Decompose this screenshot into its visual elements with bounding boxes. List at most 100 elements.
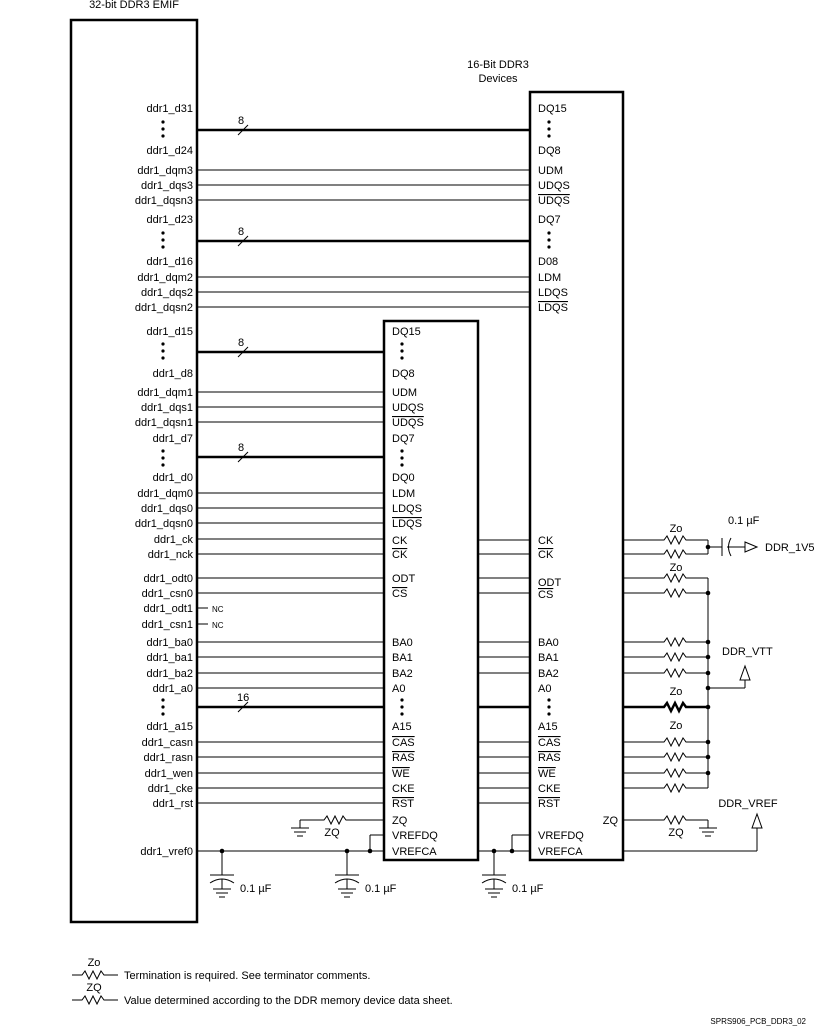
ellipsis-dot	[400, 349, 404, 353]
device-pin-label: A0	[538, 683, 551, 695]
ellipsis-dot	[161, 705, 165, 709]
resistor-icon	[660, 651, 690, 663]
device-pin-label: BA1	[538, 652, 559, 664]
device-pin-label: VREFDQ	[392, 830, 438, 842]
junction-dot	[705, 670, 711, 676]
emif-pin-label: ddr1_dqs0	[141, 503, 193, 515]
bus-width-label: 8	[238, 337, 244, 349]
device-pin-label: A15	[392, 721, 412, 733]
junction-dot	[705, 754, 711, 760]
device-pin-label: LDQS	[392, 518, 422, 530]
ddr3-device-lower	[382, 319, 480, 862]
device-title: Devices	[478, 73, 518, 85]
emif-pin-label: ddr1_ck	[154, 534, 194, 546]
device-pin-label: ODT	[392, 573, 416, 585]
net-label-ddr-1v5: DDR_1V5	[765, 542, 815, 554]
device-pin-label: CK	[538, 549, 554, 561]
device-pin-label: CK	[392, 549, 408, 561]
legend-symbol-label: Zo	[88, 957, 101, 969]
device-pin-label: A15	[538, 721, 558, 733]
net-label-ddr-vref: DDR_VREF	[718, 798, 778, 810]
ellipsis-dot	[161, 238, 165, 242]
resistor-icon	[320, 814, 350, 826]
resistor-label-zo: Zo	[670, 686, 683, 698]
capacitor-label: 0.1 µF	[512, 883, 544, 895]
emif-pin-label: ddr1_cke	[148, 783, 193, 795]
emif-pin-label: ddr1_vref0	[140, 846, 193, 858]
capacitor-label: 0.1 µF	[728, 515, 760, 527]
emif-pin-label: ddr1_d15	[147, 326, 194, 338]
resistor-icon	[660, 572, 690, 584]
nc-label: NC	[212, 605, 224, 614]
device-pin-label: UDQS	[538, 195, 570, 207]
emif-pin-label: ddr1_d23	[147, 214, 194, 226]
net-label-ddr-vtt: DDR_VTT	[722, 646, 773, 658]
device-pin-label: CKE	[538, 783, 561, 795]
device-pin-label: DQ0	[392, 472, 415, 484]
ellipsis-dot	[161, 134, 165, 138]
emif-pin-label: ddr1_wen	[145, 768, 193, 780]
device-pin-label: UDQS	[392, 417, 424, 429]
ellipsis-dot	[547, 705, 551, 709]
ellipsis-dot	[547, 231, 551, 235]
bus-width-label: 8	[238, 115, 244, 127]
ellipsis-dot	[400, 342, 404, 346]
junction-dot	[705, 704, 711, 710]
device-pin-label: UDM	[392, 387, 417, 399]
emif-pin-label: ddr1_a0	[153, 683, 193, 695]
ellipsis-dot	[161, 120, 165, 124]
device-pin-label: UDQS	[538, 180, 570, 192]
emif-pin-label: ddr1_dqs2	[141, 287, 193, 299]
ellipsis-dot	[400, 698, 404, 702]
emif-pin-label: ddr1_d7	[153, 433, 193, 445]
ellipsis-dot	[547, 120, 551, 124]
emif-pin-label: ddr1_d8	[153, 368, 193, 380]
device-pin-label: VREFCA	[392, 846, 437, 858]
resistor-label-zo: Zo	[670, 523, 683, 535]
ellipsis-dot	[161, 231, 165, 235]
legend-text: Value determined according to the DDR me…	[124, 995, 453, 1007]
device-pin-label: DQ7	[392, 433, 415, 445]
device-pin-label: LDQS	[538, 302, 568, 314]
ellipsis-dot	[400, 449, 404, 453]
emif-pin-label: ddr1_d31	[147, 103, 194, 115]
device-pin-label: LDQS	[538, 287, 568, 299]
ddr-vtt-arrow-icon	[739, 664, 751, 681]
figure-id: SPRS906_PCB_DDR3_02	[710, 1017, 806, 1026]
device-pin-label: DQ15	[538, 103, 567, 115]
ellipsis-dot	[161, 456, 165, 460]
device-pin-label: ZQ	[392, 815, 408, 827]
emif-pin-label: ddr1_ba1	[147, 652, 194, 664]
resistor-icon	[660, 814, 690, 826]
bus-width-label: 8	[238, 442, 244, 454]
device-pin-label: CK	[538, 535, 554, 547]
device-pin-label: DQ15	[392, 326, 421, 338]
emif-pin-label: ddr1_dqm0	[137, 488, 193, 500]
device-pin-label: WE	[392, 768, 410, 780]
device-pin-label: BA2	[392, 668, 413, 680]
resistor-icon	[660, 636, 690, 648]
junction-dot	[705, 639, 711, 645]
resistor-icon	[660, 782, 690, 794]
emif-pin-label: ddr1_dqs3	[141, 180, 193, 192]
emif-pin-label: ddr1_odt0	[143, 573, 193, 585]
device-pin-label: ODT	[538, 577, 562, 589]
ddr3-device-upper	[528, 90, 625, 862]
ellipsis-dot	[547, 127, 551, 131]
device-pin-label: LDM	[392, 488, 415, 500]
device-pin-label: UDQS	[392, 402, 424, 414]
emif-pin-label: ddr1_dqm2	[137, 272, 193, 284]
emif-pin-label: ddr1_dqsn0	[135, 518, 193, 530]
emif-pin-label: ddr1_rasn	[143, 752, 193, 764]
ellipsis-dot	[161, 349, 165, 353]
device-pin-label: CK	[392, 535, 408, 547]
device-pin-label: BA0	[392, 637, 413, 649]
junction-dot	[509, 848, 515, 854]
ellipsis-dot	[400, 356, 404, 360]
ellipsis-dot	[547, 238, 551, 242]
bus-slash	[237, 235, 249, 247]
ellipsis-dot	[547, 245, 551, 249]
ellipsis-dot	[161, 356, 165, 360]
device-pin-label: RAS	[392, 752, 415, 764]
